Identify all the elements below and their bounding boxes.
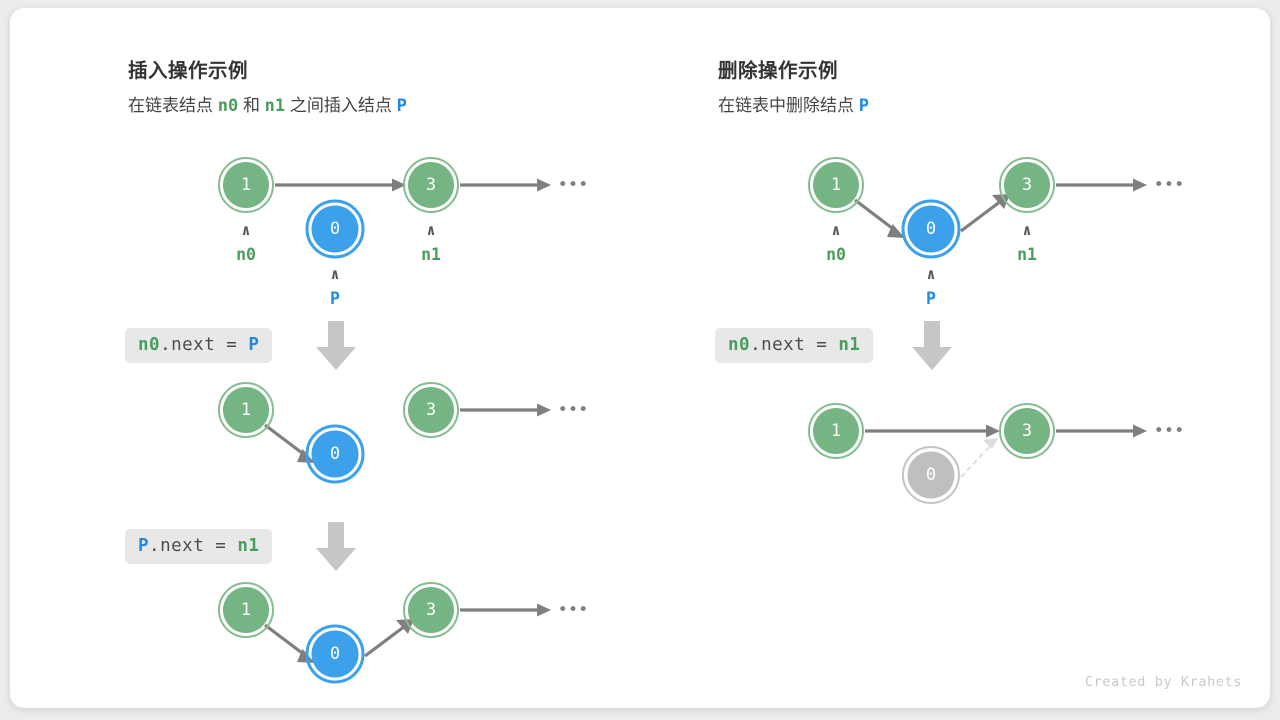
node-n0: 1: [808, 157, 864, 213]
node-n1-value: 3: [426, 175, 436, 195]
subtitle-text-1: 在链表结点: [128, 96, 218, 115]
caret-icon-p: ∧: [926, 265, 935, 283]
node-n0: 1: [218, 582, 274, 638]
code-token-next-assign: .next =: [750, 335, 839, 355]
node-n0-value: 1: [241, 175, 251, 195]
insert-step-2-diagram: ••• 1 0 3: [218, 582, 589, 684]
subtitle-token-p: P: [396, 96, 407, 116]
credit-text: Created by Krahets: [1084, 674, 1242, 690]
code-token-n1: n1: [237, 536, 260, 556]
caret-icon-n1: ∧: [1022, 221, 1031, 239]
list-tail-ellipsis: •••: [558, 400, 589, 420]
pointer-label-n0: n0: [236, 245, 256, 264]
node-n0-value: 1: [241, 400, 251, 420]
list-tail-ellipsis: •••: [558, 175, 589, 195]
pointer-label-n1: n1: [421, 245, 441, 264]
caret-icon-n0: ∧: [831, 221, 840, 239]
arrow-n1-to-tail: [460, 603, 551, 617]
pointer-label-n0: n0: [826, 245, 846, 264]
node-p: 0: [305, 424, 365, 484]
arrow-n0-to-n1: [275, 178, 406, 192]
subtitle-text-2: 和: [238, 96, 265, 115]
node-n1: 3: [403, 582, 459, 638]
panel-insert: 插入操作示例 在链表结点 n0 和 n1 之间插入结点 P ••• 1: [10, 8, 630, 708]
node-n1-value: 3: [1022, 421, 1032, 441]
node-p-value: 0: [330, 444, 340, 464]
code-chip-delete-step-1: n0.next = n1: [715, 328, 874, 363]
arrow-n1-to-tail: [460, 178, 551, 192]
node-p-value: 0: [330, 644, 340, 664]
arrow-p-to-n1: [960, 194, 1010, 233]
code-token-next-assign: .next =: [149, 536, 238, 556]
subtitle-token-n0: n0: [217, 96, 239, 116]
subtitle-token-p: P: [858, 96, 869, 116]
subtitle-text-3: 之间插入结点: [285, 96, 397, 115]
node-p: 0: [305, 199, 365, 259]
code-chip-insert-step-2: P.next = n1: [125, 529, 273, 564]
node-n1-value: 3: [426, 400, 436, 420]
panel-delete: 删除操作示例 在链表中删除结点 P ••• 1: [600, 8, 1270, 708]
insert-step-before-diagram: ••• 1 0 3 ∧ n0 ∧ P: [218, 157, 589, 308]
caret-icon-n1: ∧: [426, 221, 435, 239]
delete-step-1-diagram: ••• 1 0 3: [808, 403, 1185, 504]
arrow-n0-to-p: [854, 198, 905, 238]
node-n0-value: 1: [831, 421, 841, 441]
arrow-dashed-removed-p-to-n1: [960, 438, 998, 478]
delete-step-before-diagram: ••• 1 0 3 ∧ n0 ∧ P ∧ n1: [808, 157, 1185, 308]
subtitle-token-n1: n1: [264, 96, 286, 116]
pointer-label-p: P: [926, 289, 936, 308]
code-token-n1: n1: [838, 335, 861, 355]
node-n1: 3: [403, 157, 459, 213]
code-token-n0: n0: [138, 335, 161, 355]
arrow-n1-to-tail: [460, 403, 551, 417]
node-n0: 1: [808, 403, 864, 459]
list-tail-ellipsis: •••: [558, 600, 589, 620]
node-n1: 3: [999, 157, 1055, 213]
node-n1-value: 3: [426, 600, 436, 620]
arrow-n1-to-tail: [1056, 178, 1147, 192]
node-n0-value: 1: [831, 175, 841, 195]
code-token-n0: n0: [728, 335, 751, 355]
node-n0: 1: [218, 157, 274, 213]
node-n1-value: 3: [1022, 175, 1032, 195]
code-token-next-assign: .next =: [160, 335, 249, 355]
list-tail-ellipsis: •••: [1154, 175, 1185, 195]
panel-insert-subtitle: 在链表结点 n0 和 n1 之间插入结点 P: [128, 91, 407, 116]
down-arrow-icon-delete-1: [912, 321, 952, 370]
node-n0-value: 1: [241, 600, 251, 620]
panel-insert-title: 插入操作示例: [128, 60, 249, 82]
caret-icon-n0: ∧: [241, 221, 250, 239]
node-p: 0: [305, 624, 365, 684]
node-n0: 1: [218, 382, 274, 438]
arrow-p-to-n1: [364, 619, 414, 658]
diagram-card: 插入操作示例 在链表结点 n0 和 n1 之间插入结点 P ••• 1: [10, 8, 1270, 708]
node-p-deleted-value: 0: [926, 465, 936, 485]
arrow-n0-to-n1: [865, 424, 1000, 438]
node-p: 0: [901, 199, 961, 259]
arrow-n1-to-tail: [1056, 424, 1147, 438]
node-p-deleted: 0: [902, 446, 960, 504]
insert-step-1-diagram: ••• 1 0 3: [218, 382, 589, 484]
subtitle-text-1: 在链表中删除结点: [718, 96, 859, 115]
list-tail-ellipsis: •••: [1154, 421, 1185, 441]
code-token-p: P: [138, 536, 150, 556]
pointer-label-p: P: [330, 289, 340, 308]
panel-delete-subtitle: 在链表中删除结点 P: [718, 91, 869, 116]
down-arrow-icon-insert-2: [316, 522, 356, 571]
caret-icon-p: ∧: [330, 265, 339, 283]
down-arrow-icon-insert-1: [316, 321, 356, 370]
code-chip-insert-step-1: n0.next = P: [125, 328, 273, 363]
node-n1: 3: [999, 403, 1055, 459]
pointer-label-n1: n1: [1017, 245, 1037, 264]
panel-delete-title: 删除操作示例: [718, 60, 839, 82]
node-p-value: 0: [330, 219, 340, 239]
node-p-value: 0: [926, 219, 936, 239]
node-n1: 3: [403, 382, 459, 438]
code-token-p: P: [248, 335, 260, 355]
